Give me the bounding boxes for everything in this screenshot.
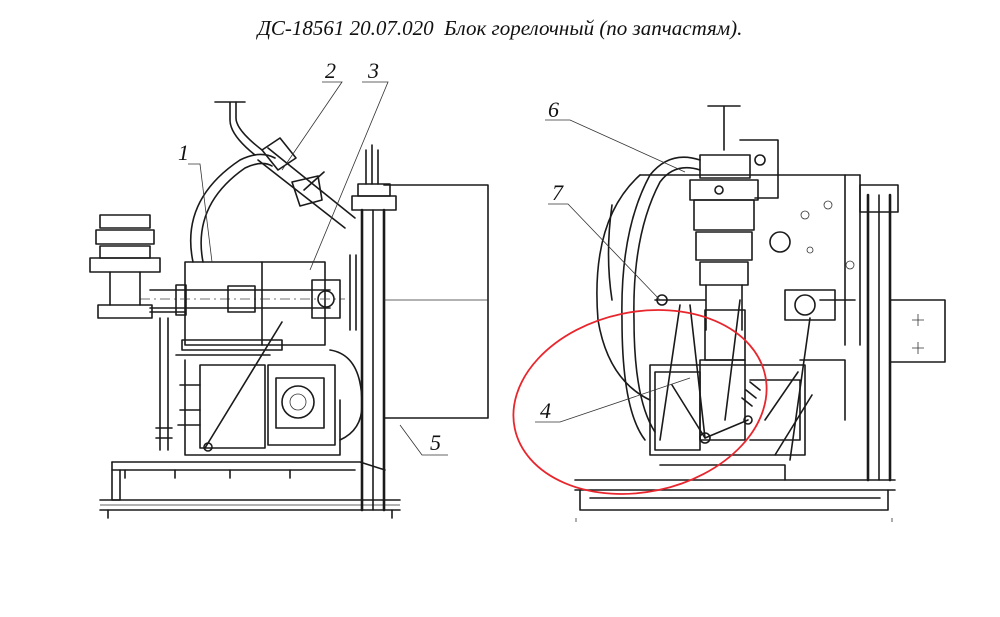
- right-column: [859, 184, 946, 482]
- callout-1: 1: [178, 140, 189, 165]
- callout-4: 4: [540, 398, 551, 423]
- left-motor: [89, 214, 187, 451]
- right-leaders: [535, 119, 691, 423]
- left-burner-tube: [140, 254, 357, 331]
- callout-2: 2: [325, 58, 336, 83]
- left-leaders: [188, 81, 448, 456]
- callout-7: 7: [552, 180, 564, 205]
- callout-3: 3: [367, 58, 379, 83]
- right-linkage: [659, 299, 761, 444]
- highlight-ellipse: [512, 309, 768, 495]
- left-base-frame: [99, 461, 401, 519]
- right-view: [535, 105, 946, 522]
- right-inner-housing: [649, 294, 846, 456]
- left-gas-pipe: [189, 101, 276, 263]
- left-vertical-post: [351, 144, 397, 512]
- left-view: [89, 81, 489, 519]
- drawing-title: ДС-18561 20.07.020 Блок горелочный (по з…: [257, 16, 743, 40]
- callout-5: 5: [430, 430, 441, 455]
- callout-6: 6: [548, 97, 559, 122]
- boiler-box: [383, 184, 489, 419]
- burner-housing: [175, 261, 363, 456]
- right-gas-pipe: [621, 156, 701, 441]
- right-base-frame: [574, 464, 896, 522]
- right-top-stack: [689, 105, 779, 331]
- left-control-rod: [204, 321, 283, 449]
- left-pilot-tube: [257, 137, 356, 229]
- right-valve-arm: [764, 289, 856, 461]
